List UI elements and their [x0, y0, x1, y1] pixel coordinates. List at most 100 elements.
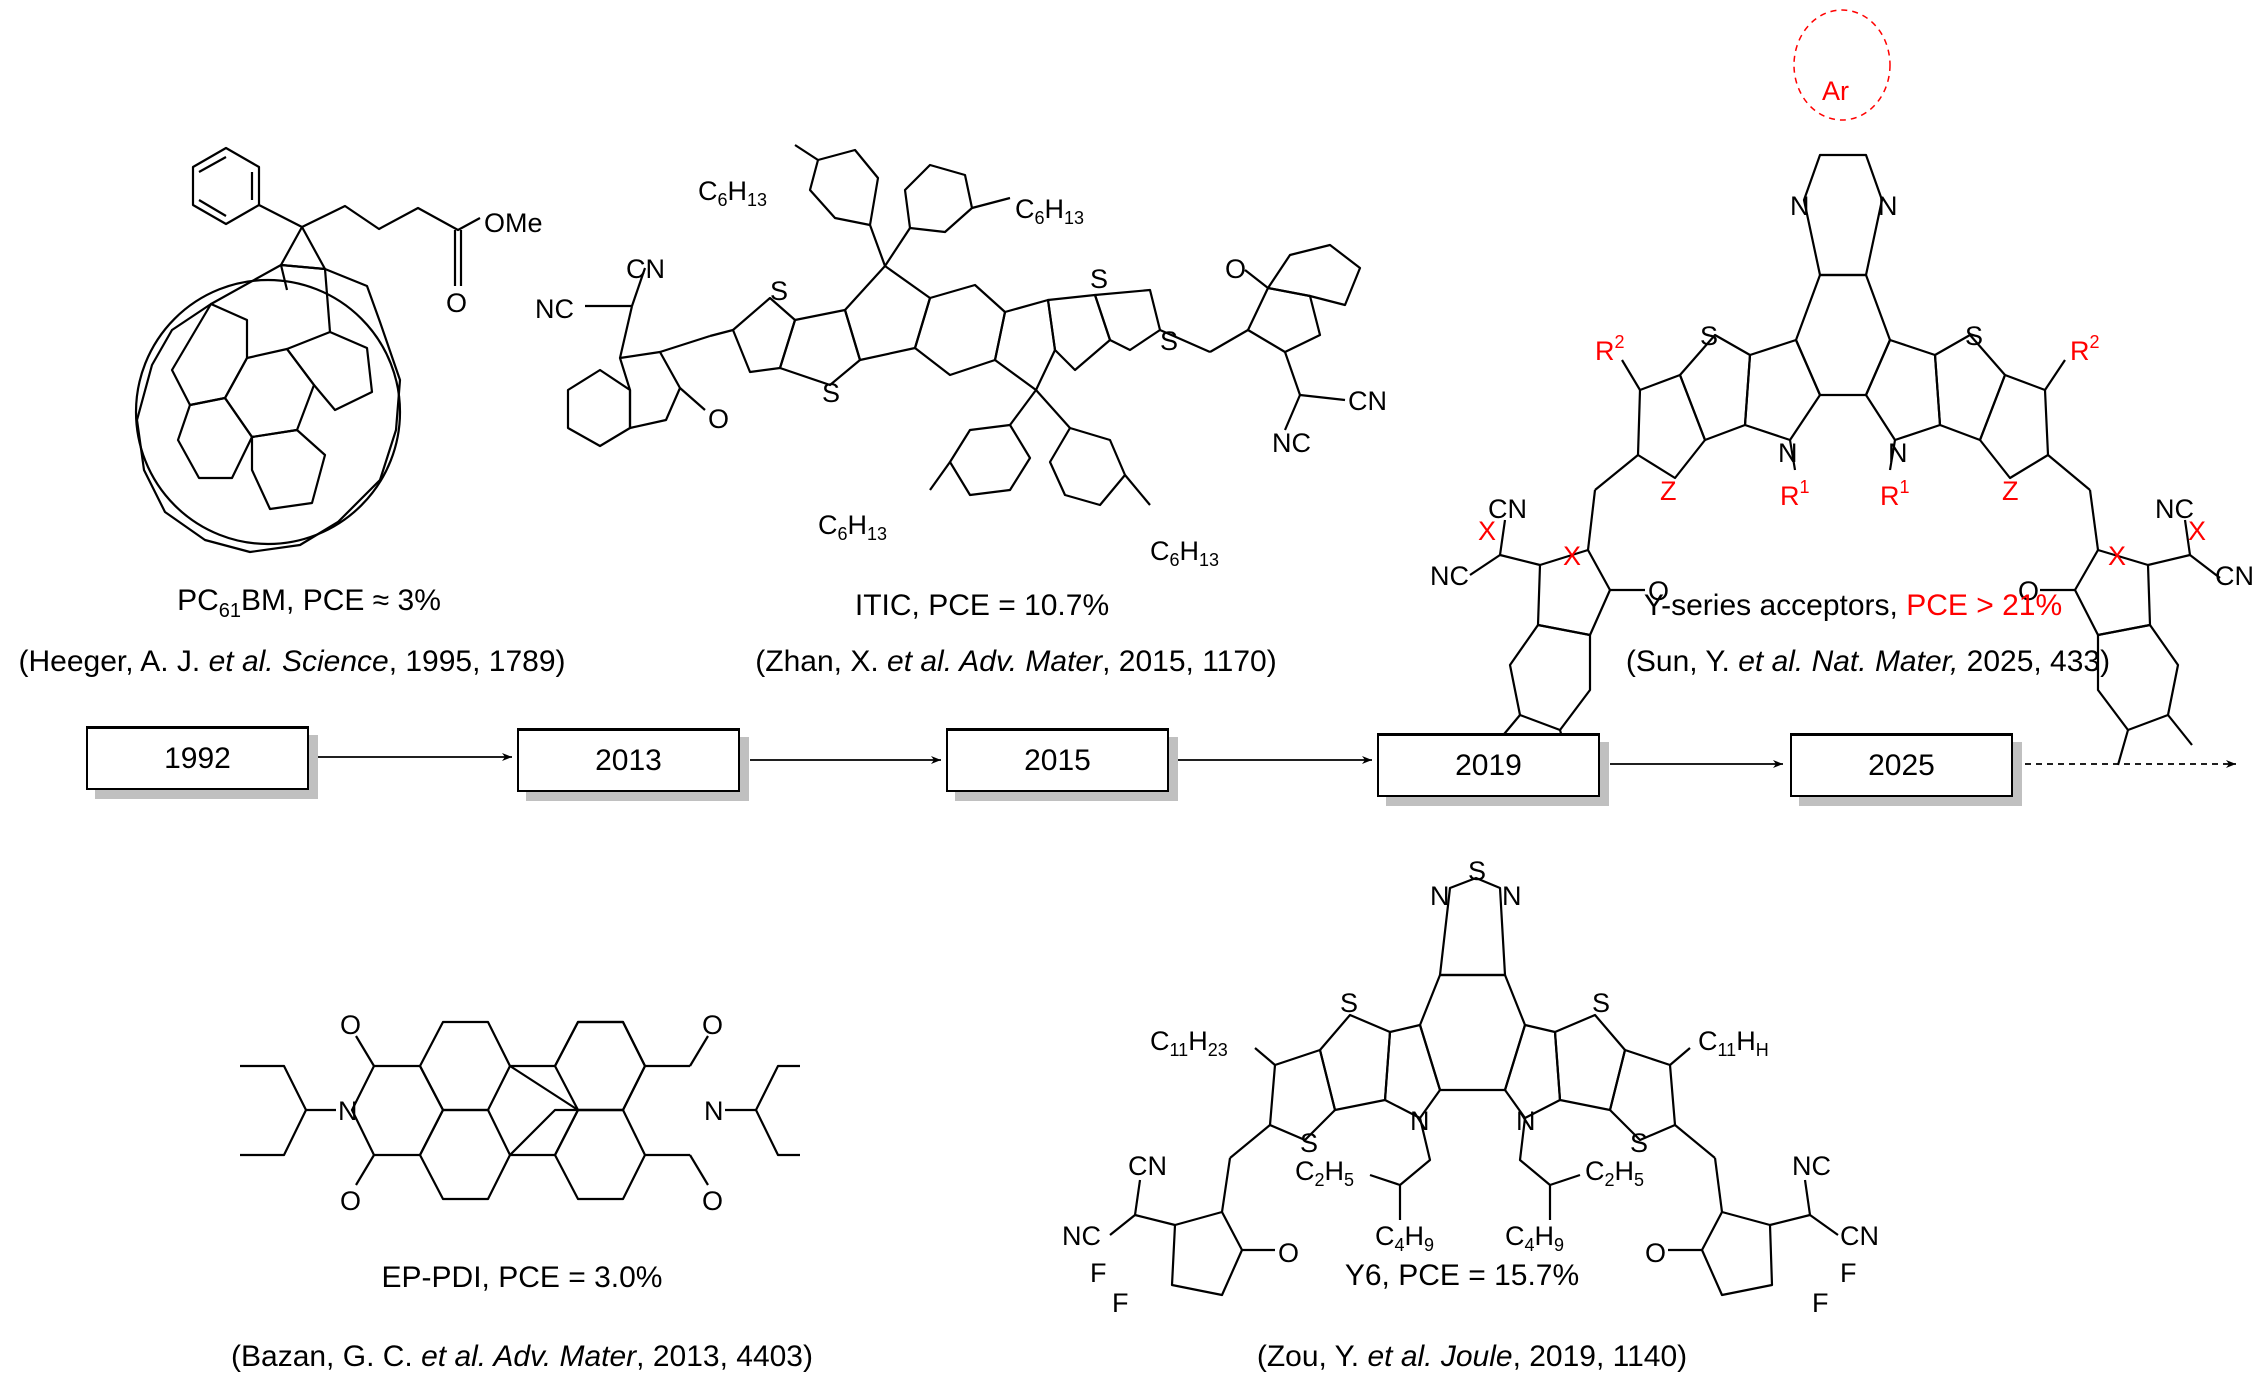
yseries-o-label: O: [1648, 576, 1669, 606]
pdi-o-label: O: [340, 1010, 361, 1040]
z-label: Z: [2002, 476, 2019, 506]
itic-reference: (Zhan, X. et al. Adv. Mater, 2015, 1170): [755, 645, 1277, 678]
y6-f-label: F: [1112, 1288, 1129, 1318]
y6-caption: Y6, PCE = 15.7%: [1344, 1259, 1580, 1292]
itic-aryl-2: [903, 163, 974, 234]
y6-f-label: F: [1812, 1288, 1829, 1318]
yseries-nc-label: NC: [1430, 561, 1469, 591]
y6-s-label: S: [1630, 1128, 1648, 1158]
itic-s-label: S: [1090, 264, 1108, 294]
y6-structure: S N N S S S S N N C11H23 C11HH C2H5 C2H5…: [1062, 856, 1879, 1318]
yseries-n-label: N: [1878, 191, 1898, 221]
y6-s-label: S: [1300, 1128, 1318, 1158]
yseries-cn-label: CN: [2215, 561, 2254, 591]
r2-label: R2: [1595, 332, 1625, 366]
yseries-caption: Y-series acceptors, PCE > 21%: [1643, 589, 2063, 622]
timeline-year-box: 2019: [1377, 733, 1600, 797]
pcbm-reference: (Heeger, A. J. et al. Science, 1995, 178…: [18, 645, 566, 678]
y6-c11h23-label: C11HH: [1698, 1026, 1769, 1060]
y6-cn-label: CN: [1840, 1221, 1879, 1251]
yseries-s-label: S: [1965, 321, 1983, 351]
yseries-n-label: N: [1778, 438, 1798, 468]
itic-s-label: S: [1160, 326, 1178, 356]
y6-thiadiazole: [1438, 876, 1507, 977]
pcbm-ome-label: OMe: [484, 208, 543, 238]
z-label: Z: [1660, 476, 1677, 506]
yseries-n-label: N: [1790, 191, 1810, 221]
itic-nc-label: NC: [535, 294, 574, 324]
itic-aryl-3: [948, 423, 1032, 497]
pcbm-caption: PC61BM, PCE ≈ 3%: [177, 584, 441, 622]
y6-c2h5-label: C2H5: [1585, 1156, 1644, 1190]
timeline-year-box: 2013: [517, 728, 740, 792]
yseries-s-label: S: [1700, 321, 1718, 351]
itic-thiophene-2: [778, 308, 862, 387]
ar-dashed-ring: [1793, 9, 1891, 121]
itic-right-indanone: [1246, 286, 1322, 354]
yseries-o-label: O: [2018, 576, 2039, 606]
itic-right-benzene: [1266, 243, 1362, 307]
y6-f-label: F: [1840, 1258, 1857, 1288]
yseries-core-benzene: [1794, 273, 1892, 397]
itic-left-benzene: [566, 368, 632, 448]
itic-aryl-4: [1048, 426, 1127, 507]
pdi-o-label: O: [702, 1010, 723, 1040]
y6-cn-label: CN: [1128, 1151, 1167, 1181]
pdi-n-label: N: [338, 1096, 358, 1126]
y6-o-label: O: [1278, 1238, 1299, 1268]
pdi-o-label: O: [702, 1186, 723, 1216]
yseries-reference: (Sun, Y. et al. Nat. Mater, 2025, 433): [1625, 645, 2111, 678]
timeline-year-box: 2015: [946, 728, 1169, 792]
timeline-year-box: 2025: [1790, 733, 2013, 797]
itic-left-indanone: [618, 350, 682, 430]
itic-o-label: O: [1225, 254, 1246, 284]
itic-caption: ITIC, PCE = 10.7%: [854, 589, 1110, 622]
pcbm-structure: OMe O: [134, 146, 543, 554]
itic-c6h13-label: C6H13: [1015, 194, 1084, 228]
itic-thiophene-1: [731, 296, 797, 374]
itic-c6h13-label: C6H13: [698, 176, 767, 210]
itic-cn-label: CN: [626, 254, 665, 284]
itic-c6h13-label: C6H13: [818, 510, 887, 544]
y6-nc-label: NC: [1062, 1221, 1101, 1251]
pdi-n-label: N: [704, 1096, 724, 1126]
y6-n-label: N: [1516, 1106, 1536, 1136]
r2-label: R2: [2070, 332, 2100, 366]
y6-o-label: O: [1645, 1238, 1666, 1268]
itic-o-label: O: [708, 404, 729, 434]
x-label: X: [2108, 541, 2126, 571]
y6-c2h5-label: C2H5: [1295, 1156, 1354, 1190]
itic-nc-label: NC: [1272, 428, 1311, 458]
yseries-n-label: N: [1888, 438, 1908, 468]
itic-structure: S S S S O O CN NC CN NC C6H13 C6H13 C6H1…: [535, 144, 1387, 570]
y6-nc-label: NC: [1792, 1151, 1831, 1181]
pcbm-side-chain: [258, 204, 481, 286]
pcbm-carbonyl-o-label: O: [446, 288, 467, 318]
x-label: X: [1563, 541, 1581, 571]
pcbm-fullerene-cage: [134, 263, 402, 554]
eppdi-structure: N N O O O O: [240, 1010, 800, 1216]
itic-aryl-1: [808, 148, 880, 227]
pdi-o-label: O: [340, 1186, 361, 1216]
yseries-cn-label: CN: [1488, 494, 1527, 524]
x-label: X: [1478, 516, 1496, 546]
y6-c4h9-label: C4H9: [1375, 1221, 1434, 1255]
y6-c4h9-label: C4H9: [1505, 1221, 1564, 1255]
yseries-nc-label: NC: [2155, 494, 2194, 524]
y6-s-label: S: [1592, 988, 1610, 1018]
timeline-year-box: 1992: [86, 726, 309, 790]
ar-label: Ar: [1822, 76, 1849, 106]
r1-label: R1: [1780, 477, 1810, 511]
eppdi-caption: EP-PDI, PCE = 3.0%: [381, 1261, 663, 1294]
y6-n-label: N: [1502, 881, 1522, 911]
pcbm-phenyl-ring: [191, 146, 261, 226]
itic-s-label: S: [770, 276, 788, 306]
itic-s-label: S: [822, 378, 840, 408]
x-label: X: [2188, 516, 2206, 546]
itic-cn-label: CN: [1348, 386, 1387, 416]
yseries-pyrazine: [1802, 153, 1884, 277]
y6-c11h23-label: C11H23: [1150, 1026, 1228, 1060]
itic-central-benzene: [913, 283, 1007, 377]
itic-c6h13-label: C6H13: [1150, 536, 1219, 570]
